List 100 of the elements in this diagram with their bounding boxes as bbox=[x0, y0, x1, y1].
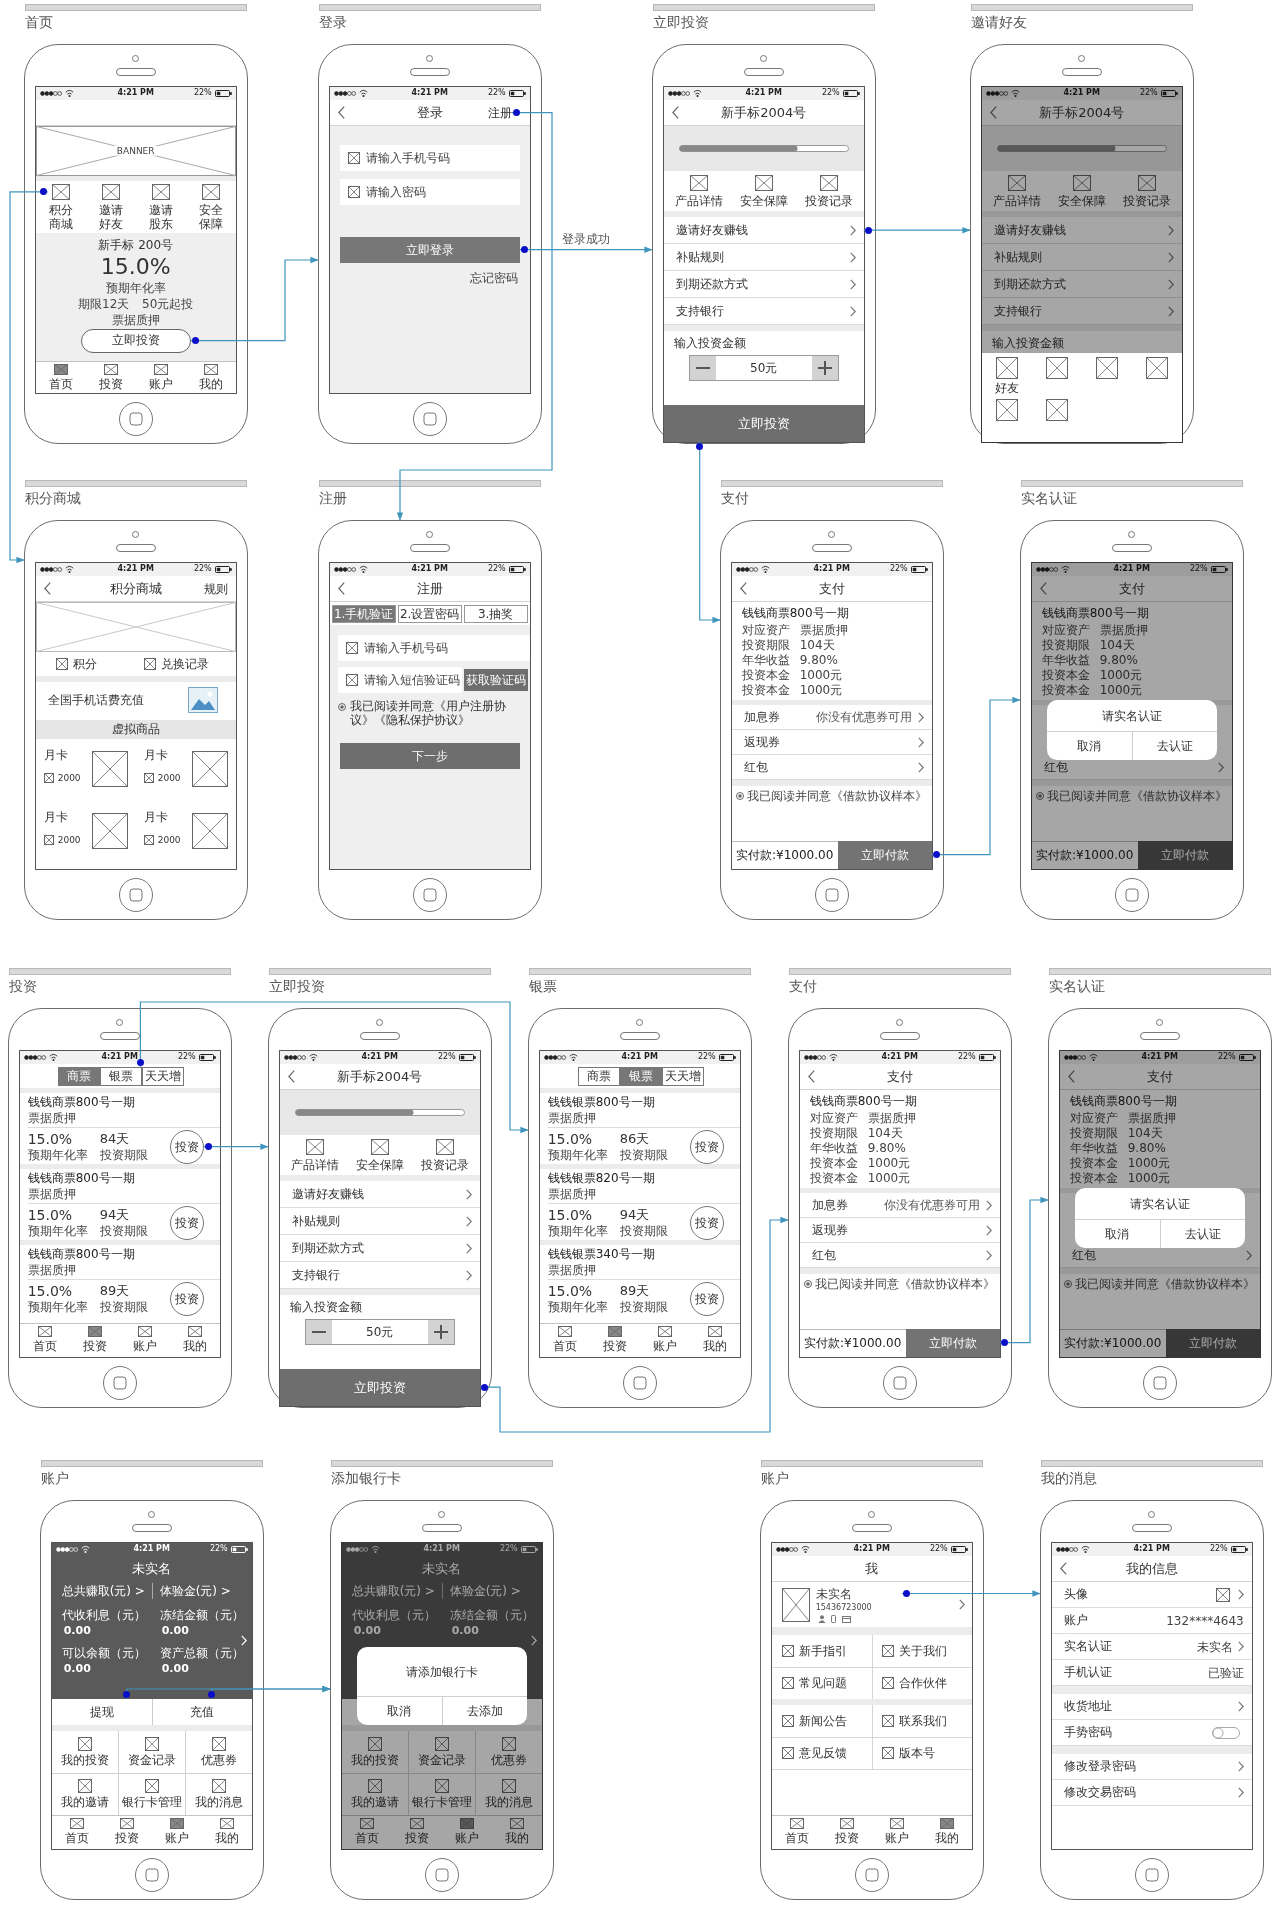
detail-text: 预期年化率 bbox=[547, 1299, 608, 1314]
list-row: 补贴规则 bbox=[663, 243, 864, 271]
connector-arrow bbox=[211, 1685, 331, 1700]
field-label: 投资本金 bbox=[1041, 667, 1090, 682]
status-time: 4:21 PM bbox=[1141, 1052, 1178, 1062]
tab-item: 我的 bbox=[702, 1325, 727, 1354]
nav-title: 积分商城 bbox=[109, 580, 162, 597]
field-value: 1000元 bbox=[1127, 1170, 1171, 1185]
dialog-option: 去认证 bbox=[1131, 731, 1217, 760]
invest-button: 投资 bbox=[689, 1129, 724, 1164]
product-name: 钱钱商票800号一期 bbox=[27, 1170, 135, 1185]
grid-item: 新闻公告 bbox=[781, 1713, 847, 1728]
list-row: 支持银行 bbox=[663, 297, 864, 325]
detail-text: 票据质押 bbox=[27, 1186, 76, 1201]
battery-level: 22% bbox=[821, 88, 840, 98]
primary-button: 立即付款 bbox=[1137, 840, 1232, 869]
amount-stepper: 50元 bbox=[304, 1318, 455, 1345]
tab-item: 我的 bbox=[198, 363, 223, 392]
field-value: 1000元 bbox=[799, 682, 843, 697]
stat-label: 代收利息（元） bbox=[351, 1607, 436, 1622]
primary-button: 下一步 bbox=[339, 742, 520, 769]
field-value: 未实名 bbox=[1196, 1639, 1233, 1654]
rate-value: 15.0% bbox=[547, 1206, 593, 1224]
price: 2000 bbox=[57, 772, 81, 784]
menu-item: 积分 bbox=[55, 656, 97, 671]
field-value: 票据质押 bbox=[867, 1110, 916, 1125]
field-label: 输入投资金额 bbox=[991, 335, 1064, 350]
agreement-text: 我已阅读并同意《借款协议样本》 bbox=[746, 788, 927, 803]
segment-tab: 银票 bbox=[99, 1066, 142, 1086]
detail-text: 投资期限 bbox=[99, 1147, 148, 1162]
segment-tab: 天天增 bbox=[661, 1066, 704, 1086]
list-row: 补贴规则 bbox=[981, 243, 1182, 271]
product-name: 月卡 bbox=[43, 809, 68, 824]
field-value: 104天 bbox=[867, 1125, 903, 1140]
field-value: 票据质押 bbox=[1127, 1110, 1176, 1125]
menu-item: 兑换记录 bbox=[143, 656, 209, 671]
tab-item: 账户 bbox=[132, 1325, 157, 1354]
product-name: 钱钱商票800号一期 bbox=[27, 1094, 135, 1109]
grid-item: 我的邀请 bbox=[60, 1778, 109, 1810]
dialog-option: 去添加 bbox=[441, 1696, 527, 1725]
screen-title: 积分商城 bbox=[25, 489, 81, 507]
tab-item: 投资 bbox=[602, 1325, 627, 1354]
battery-level: 22% bbox=[177, 1052, 196, 1062]
detail-text: 票据质押 bbox=[27, 1262, 76, 1277]
invest-button: 投资 bbox=[689, 1281, 724, 1316]
menu-item: 安全保障 bbox=[355, 1138, 404, 1173]
list-row: 到期还款方式 bbox=[279, 1234, 480, 1262]
detail-text: 投资期限 bbox=[99, 1223, 148, 1238]
field-label: 投资本金 bbox=[741, 682, 790, 697]
status-time: 4:21 PM bbox=[133, 1544, 170, 1554]
nav-title: 我 bbox=[865, 1560, 879, 1577]
grid-item: 合作伙伴 bbox=[881, 1675, 947, 1690]
field-label: 投资期限 bbox=[1041, 637, 1090, 652]
nav-title: 支付 bbox=[1146, 1068, 1173, 1085]
stat-label: 冻结金额（元） bbox=[159, 1607, 244, 1622]
list-row: 收货地址 bbox=[1051, 1693, 1252, 1720]
step-tab: 1.手机验证 bbox=[331, 604, 396, 623]
menu-item: 安全保障 bbox=[1057, 174, 1106, 209]
tab-item: 首页 bbox=[64, 1817, 89, 1846]
list-row: 修改登录密码 bbox=[1051, 1753, 1252, 1780]
menu-item: 投资记录 bbox=[420, 1138, 469, 1173]
term-value: 94天 bbox=[99, 1206, 130, 1223]
nav-title: 支付 bbox=[886, 1068, 913, 1085]
screen-title: 账户 bbox=[761, 1469, 789, 1487]
stat-value: 0.00 bbox=[63, 1662, 91, 1676]
menu-item: 邀请股东 bbox=[147, 183, 174, 232]
connector-arrow bbox=[863, 227, 971, 234]
field-value: 9.80% bbox=[799, 652, 838, 667]
detail-text: 预期年化率 bbox=[27, 1223, 88, 1238]
stat-label: 可以余额（元） bbox=[61, 1645, 146, 1660]
segment-tab: 商票 bbox=[57, 1066, 100, 1086]
nav-title: 我的信息 bbox=[1125, 1560, 1178, 1577]
user-name: 未实名 bbox=[815, 1586, 852, 1601]
field-label: 对应资产 bbox=[741, 622, 790, 637]
term-value: 86天 bbox=[619, 1130, 650, 1147]
connector-arrow bbox=[396, 112, 553, 521]
tab-item: 我的 bbox=[182, 1325, 207, 1354]
field-value: 9.80% bbox=[1099, 652, 1138, 667]
grid-item: 优惠券 bbox=[200, 1736, 237, 1768]
nav-title: 注册 bbox=[416, 580, 443, 597]
primary-button: 立即付款 bbox=[1165, 1328, 1260, 1357]
battery-level: 22% bbox=[487, 88, 506, 98]
product-name: 钱钱银票800号一期 bbox=[547, 1094, 655, 1109]
list-row: 到期还款方式 bbox=[981, 270, 1182, 298]
battery-level: 22% bbox=[1139, 88, 1158, 98]
dialog-title: 请实名认证 bbox=[1129, 1196, 1190, 1211]
list-row: 返现券 bbox=[731, 729, 932, 755]
rate-value: 15.0% bbox=[547, 1282, 593, 1300]
tab-item: 账户 bbox=[164, 1817, 189, 1846]
field-label: 投资本金 bbox=[809, 1155, 858, 1170]
tab-item: 账户 bbox=[148, 363, 173, 392]
field-label: 年华收益 bbox=[741, 652, 790, 667]
tab-item: 投资 bbox=[98, 363, 123, 392]
field-value: 104天 bbox=[1127, 1125, 1163, 1140]
grid-item: 优惠券 bbox=[490, 1736, 527, 1768]
detail-text: 投资期限 bbox=[99, 1299, 148, 1314]
product-name: 新手标 200号 bbox=[98, 237, 174, 252]
action-button: 获取验证码 bbox=[463, 668, 528, 691]
detail-text: 票据质押 bbox=[27, 1110, 76, 1125]
grid-item: 新手指引 bbox=[781, 1643, 847, 1658]
